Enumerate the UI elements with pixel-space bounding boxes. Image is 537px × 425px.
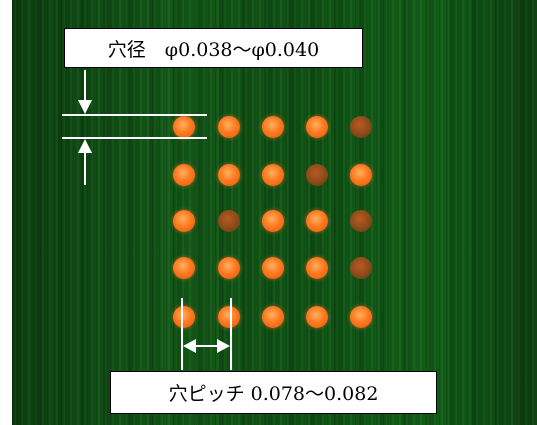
- hole-r2-c1: [173, 164, 195, 186]
- dimension-overlay: [62, 70, 232, 370]
- hole-r2-c5: [350, 164, 372, 186]
- hole-r4-c2: [218, 257, 240, 279]
- hole-r1-c4: [306, 116, 328, 138]
- hole-r4-c1: [173, 257, 195, 279]
- hole-r3-c3: [262, 210, 284, 232]
- hole-r4-c5: [350, 257, 372, 279]
- hole-r3-c2: [218, 210, 240, 232]
- hole-r5-c4: [306, 306, 328, 328]
- hole-r5-c2: [218, 306, 240, 328]
- diameter-arrow-up-icon: [78, 139, 92, 153]
- pitch-arrow-left-icon: [183, 339, 196, 353]
- hole-r2-c2: [218, 164, 240, 186]
- hole-r1-c5: [350, 116, 372, 138]
- hole-r5-c5: [350, 306, 372, 328]
- hole-r5-c1: [173, 306, 195, 328]
- hole-pitch-label: 穴ピッチ 0.078～0.082: [110, 371, 437, 414]
- hole-diameter-label: 穴径 φ0.038～φ0.040: [64, 28, 363, 68]
- pitch-arrow-right-icon: [217, 339, 230, 353]
- hole-r3-c1: [173, 210, 195, 232]
- hole-r1-c2: [218, 116, 240, 138]
- diameter-arrow-down-icon: [78, 100, 92, 114]
- microscope-image: 穴径 φ0.038～φ0.040 穴ピッチ 0.078～0.082: [12, 0, 537, 425]
- hole-r2-c3: [262, 164, 284, 186]
- hole-r5-c3: [262, 306, 284, 328]
- hole-r3-c4: [306, 210, 328, 232]
- hole-r3-c5: [350, 210, 372, 232]
- hole-r1-c1: [173, 116, 195, 138]
- hole-r2-c4: [306, 164, 328, 186]
- hole-r4-c4: [306, 257, 328, 279]
- hole-r4-c3: [262, 257, 284, 279]
- hole-r1-c3: [262, 116, 284, 138]
